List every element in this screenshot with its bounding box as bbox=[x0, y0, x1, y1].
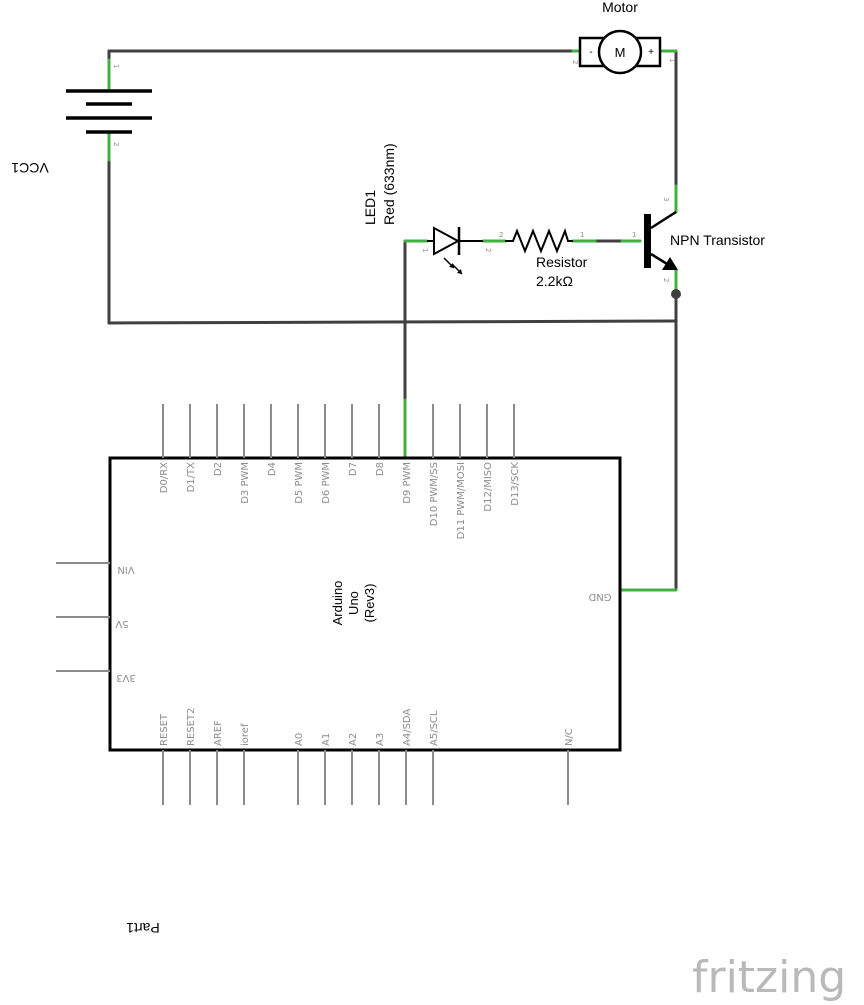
pin-label-d4: D4 bbox=[267, 462, 278, 476]
pin-label-d9-pwm: D9 PWM bbox=[402, 462, 413, 504]
motor[interactable]: Motor M - + 2 1 bbox=[571, 0, 676, 75]
pin-label-d11-pwm-mosi: D11 PWM/MOSI bbox=[456, 462, 467, 539]
pin-label-reset: RESET bbox=[159, 713, 170, 746]
battery-label: VCC1 bbox=[11, 160, 49, 176]
led-triangle bbox=[433, 226, 461, 256]
fritzing-watermark: fritzing bbox=[692, 952, 846, 1003]
pin-label-reset2: RESET2 bbox=[186, 708, 197, 746]
motor-pin-2: 2 bbox=[571, 60, 579, 64]
pin-label-aref: AREF bbox=[213, 720, 224, 746]
resistor-pin-2: 2 bbox=[499, 231, 503, 239]
junction-dot bbox=[671, 289, 681, 299]
pin-label-3v3: 3V3 bbox=[116, 672, 136, 683]
led-pin-1: 1 bbox=[421, 248, 429, 252]
part-label: Part1 bbox=[126, 920, 160, 936]
led-arrowhead-2 bbox=[457, 269, 462, 274]
transistor-pin-2: 2 bbox=[662, 278, 670, 282]
transistor-base-bar bbox=[644, 214, 651, 268]
wire-ground-bus[interactable] bbox=[107, 319, 678, 325]
pin-label-5v: 5V bbox=[115, 618, 128, 629]
pin-label-d3-pwm: D3 PWM bbox=[240, 462, 251, 504]
arduino-uno[interactable]: D0/RX D1/TX D2 D3 PWM D4 D5 PWM D6 PWM D7 D8 D9 P… bbox=[56, 404, 622, 805]
transistor-emitter-arrow bbox=[662, 257, 678, 270]
pin-label-gnd: GND bbox=[588, 591, 611, 602]
pin-label-ioref: ioref bbox=[240, 723, 251, 746]
transistor-collector bbox=[650, 210, 677, 230]
arduino-top-pins: D0/RX D1/TX D2 D3 PWM D4 D5 PWM D6 PWM D7 D8 D9 P… bbox=[159, 404, 521, 539]
arduino-bottom-pins: RESET RESET2 AREF ioref A0 A1 A2 A3 A4/SDA A5/SCL… bbox=[159, 708, 575, 805]
arduino-name-line3: (Rev3) bbox=[362, 583, 377, 622]
transistor-name: NPN Transistor bbox=[670, 232, 765, 248]
pin-label-d5-pwm: D5 PWM bbox=[294, 462, 305, 504]
pin-label-d1-tx: D1/TX bbox=[186, 462, 197, 493]
arduino-name-line2: Uno bbox=[346, 591, 361, 615]
resistor-value: 2.2kΩ bbox=[536, 273, 573, 289]
pin-label-d6-pwm: D6 PWM bbox=[321, 462, 332, 504]
led-pin-2: 2 bbox=[484, 248, 492, 252]
battery-vcc1[interactable]: 1 2 VCC1 bbox=[11, 64, 152, 176]
pin-label-a4-sda: A4/SDA bbox=[402, 709, 413, 746]
led1[interactable]: LED1 Red (633nm) 1 2 bbox=[362, 143, 492, 275]
pin-label-a5-scl: A5/SCL bbox=[429, 710, 440, 746]
pin-label-d7: D7 bbox=[348, 462, 359, 476]
transistor-pin-3: 3 bbox=[662, 197, 670, 201]
pin-label-d2: D2 bbox=[213, 462, 224, 476]
pin-label-d10-pwm-ss: D10 PWM/SS bbox=[429, 462, 440, 526]
arduino-name-line1: Arduino bbox=[330, 581, 345, 626]
led-name: LED1 bbox=[362, 190, 378, 225]
resistor-pin-1: 1 bbox=[580, 231, 584, 239]
npn-transistor[interactable]: 1 3 2 NPN Transistor bbox=[632, 197, 765, 282]
pin-label-d12-miso: D12/MISO bbox=[483, 462, 494, 512]
pin-label-a0: A0 bbox=[294, 733, 305, 746]
pin-label-a2: A2 bbox=[348, 733, 359, 746]
pin-label-n-c: N/C bbox=[564, 728, 575, 746]
motor-circle bbox=[597, 29, 643, 75]
battery-pin-1: 1 bbox=[112, 64, 120, 68]
resistor[interactable]: 2 1 Resistor 2.2kΩ bbox=[499, 227, 588, 289]
motor-title: Motor bbox=[602, 0, 638, 15]
pin-label-d13-sck: D13/SCK bbox=[510, 462, 521, 506]
pin-label-d8: D8 bbox=[375, 462, 386, 476]
pin-label-d0-rx: D0/RX bbox=[159, 462, 170, 493]
pin-label-vin: VIN bbox=[117, 564, 134, 575]
pin-label-a1: A1 bbox=[321, 733, 332, 746]
motor-minus-sign: - bbox=[589, 47, 592, 58]
transistor-pin-1: 1 bbox=[632, 231, 636, 239]
motor-plus-sign: + bbox=[648, 47, 654, 58]
resistor-name: Resistor bbox=[536, 254, 588, 270]
pin-label-a3: A3 bbox=[375, 733, 386, 746]
motor-pin-1: 1 bbox=[668, 58, 676, 62]
battery-pin-2: 2 bbox=[112, 142, 120, 146]
wires bbox=[107, 49, 681, 592]
resistor-zigzag bbox=[505, 227, 573, 254]
motor-symbol: M bbox=[615, 45, 626, 60]
arduino-body bbox=[108, 456, 622, 752]
led-color: Red (633nm) bbox=[381, 143, 397, 225]
